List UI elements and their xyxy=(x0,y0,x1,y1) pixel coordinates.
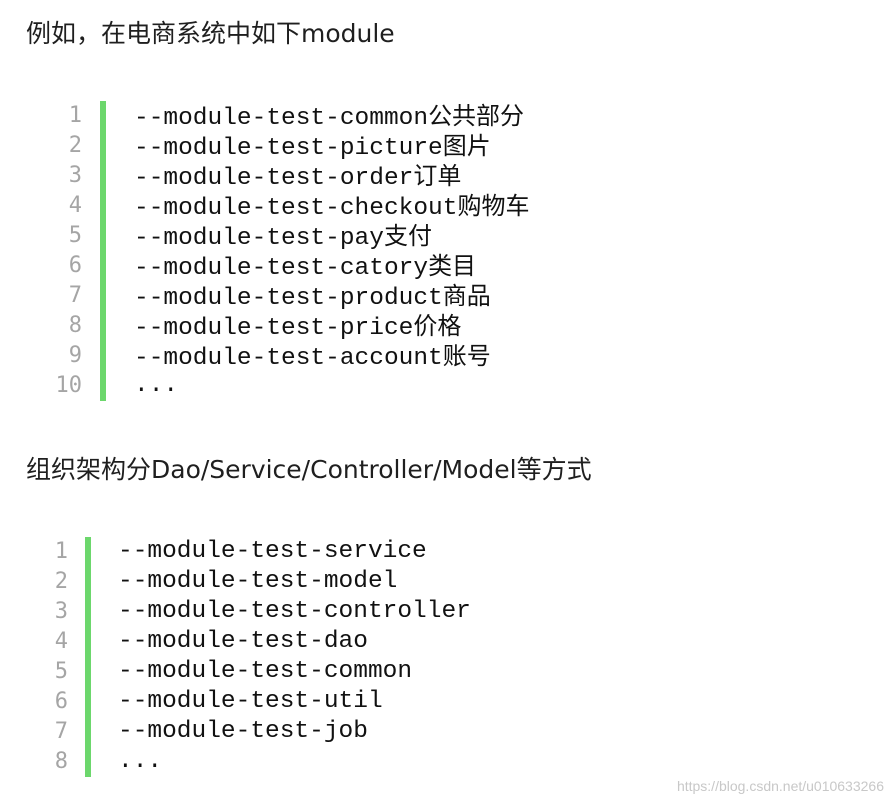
code-line: --module-test-checkout购物车 xyxy=(134,191,530,222)
line-number: 7 xyxy=(54,719,68,744)
code-line: --module-test-model xyxy=(118,567,471,597)
code-annotation: 购物车 xyxy=(457,192,530,220)
code-line: --module-test-common公共部分 xyxy=(134,101,529,132)
code-text: --module-test-account xyxy=(134,345,443,372)
code-text: --module-test-common xyxy=(118,658,413,685)
line-number: 6 xyxy=(68,253,82,278)
line-number: 5 xyxy=(54,659,68,684)
watermark: https://blog.csdn.net/u010633266 xyxy=(676,778,884,794)
code-annotation: 图片 xyxy=(442,132,491,160)
code-text: --module-test-dao xyxy=(118,628,368,655)
code-text: --module-test-picture xyxy=(134,135,443,162)
code-text: --module-test-order xyxy=(134,165,414,192)
line-number: 8 xyxy=(54,749,68,774)
line-number: 2 xyxy=(68,133,82,158)
code-line: --module-test-product商品 xyxy=(134,281,529,312)
code-annotation: 价格 xyxy=(413,312,462,340)
code-annotation: 类目 xyxy=(428,252,477,280)
code-text: --module-test-pay xyxy=(134,225,384,252)
line-number: 3 xyxy=(54,599,68,624)
code-line: --module-test-price价格 xyxy=(134,311,529,342)
code-line: ... xyxy=(118,747,471,777)
code-annotation: 订单 xyxy=(413,162,462,190)
code-annotation: 商品 xyxy=(442,282,491,310)
code-line: --module-test-picture图片 xyxy=(134,131,529,162)
architecture-paragraph: 组织架构分Dao/Service/Controller/Model等方式 xyxy=(26,455,592,484)
code-text: ... xyxy=(134,372,179,399)
code-text: --module-test-product xyxy=(134,285,443,312)
line-number: 3 xyxy=(68,163,82,188)
code-line: --module-test-dao xyxy=(118,627,471,657)
code-line: --module-test-util xyxy=(118,687,471,717)
code-line: --module-test-controller xyxy=(118,597,471,627)
code-text: --module-test-price xyxy=(134,315,414,342)
line-number: 1 xyxy=(68,103,82,128)
code-line: --module-test-common xyxy=(118,657,471,687)
line-number: 9 xyxy=(68,343,82,368)
line-number: 1 xyxy=(54,539,68,564)
line-number: 8 xyxy=(68,313,82,338)
code-lines: --module-test-common公共部分--module-test-pi… xyxy=(134,101,529,401)
code-annotation: 账号 xyxy=(442,342,491,370)
code-text: --module-test-checkout xyxy=(134,195,458,222)
line-number: 7 xyxy=(68,283,82,308)
code-line: --module-test-order订单 xyxy=(134,161,529,192)
code-line: --module-test-job xyxy=(118,717,471,747)
code-gutter-bar xyxy=(100,101,106,401)
code-line: --module-test-catory类目 xyxy=(134,251,529,282)
code-line: --module-test-pay支付 xyxy=(134,221,529,252)
line-number: 4 xyxy=(54,629,68,654)
code-lines: --module-test-service --module-test-model… xyxy=(118,537,471,777)
line-number: 5 xyxy=(68,223,82,248)
line-number: 4 xyxy=(68,193,82,218)
code-annotation: 支付 xyxy=(383,222,432,250)
intro-paragraph: 例如，在电商系统中如下module xyxy=(26,19,395,48)
code-annotation: 公共部分 xyxy=(428,102,525,130)
code-text: --module-test-catory xyxy=(134,255,429,282)
code-text: --module-test-model xyxy=(118,568,398,595)
line-number-gutter: 1 2 3 4 5 6 7 8 xyxy=(28,537,68,777)
line-number: 2 xyxy=(54,569,68,594)
code-gutter-bar xyxy=(85,537,91,777)
code-line: ... xyxy=(134,371,529,401)
code-text: --module-test-controller xyxy=(118,598,471,625)
line-number: 10 xyxy=(55,373,83,398)
code-text: --module-test-util xyxy=(118,688,383,715)
line-number: 6 xyxy=(54,689,68,714)
code-text: --module-test-common xyxy=(134,105,429,132)
code-text: --module-test-service xyxy=(118,538,427,565)
code-text: --module-test-job xyxy=(118,718,368,745)
line-number-gutter: 1 2 3 4 5 6 7 8 9 10 xyxy=(42,101,83,401)
code-line: --module-test-service xyxy=(118,537,471,567)
code-text: ... xyxy=(118,748,163,775)
code-line: --module-test-account账号 xyxy=(134,341,529,372)
